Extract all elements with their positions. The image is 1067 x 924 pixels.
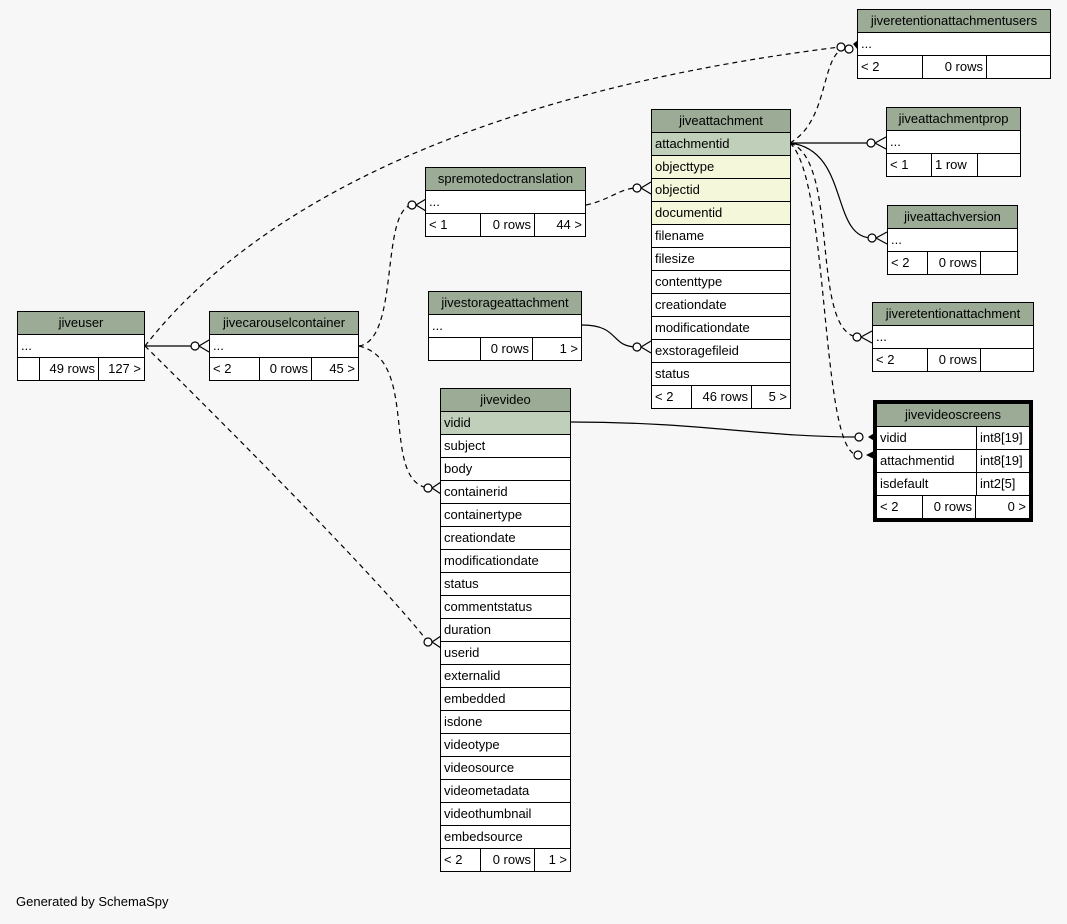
column-row: isdone xyxy=(441,711,570,734)
table-title: jivevideo xyxy=(441,389,570,412)
column-row: body xyxy=(441,458,570,481)
table-title: jiveattachversion xyxy=(888,206,1017,229)
column-row-fk: documentid xyxy=(652,202,790,225)
table-footer: 0 rows 1 > xyxy=(429,338,581,360)
table-footer: < 2 0 rows xyxy=(888,252,1017,274)
column-row-pk: vidid xyxy=(441,412,570,435)
column-row: videometadata xyxy=(441,780,570,803)
column-row-pk: attachmentid xyxy=(652,133,790,156)
column-row: status xyxy=(441,573,570,596)
column-row: status xyxy=(652,363,790,386)
column-row: creationdate xyxy=(652,294,790,317)
column-row: userid xyxy=(441,642,570,665)
table-jiveattachmentprop[interactable]: jiveattachmentprop ... < 1 1 row xyxy=(886,107,1021,177)
column-row: contenttype xyxy=(652,271,790,294)
table-footer: < 2 46 rows 5 > xyxy=(652,386,790,408)
link-attachment-version xyxy=(789,142,873,239)
column-row: filesize xyxy=(652,248,790,271)
column-row: modificationdate xyxy=(441,550,570,573)
link-attachment-screens xyxy=(789,142,859,456)
column-row: vidid int8[19] xyxy=(877,427,1029,450)
table-jivecarouselcontainer[interactable]: jivecarouselcontainer ... < 2 0 rows 45 … xyxy=(209,311,359,381)
table-title: jivecarouselcontainer xyxy=(210,312,358,335)
link-attachment-retention xyxy=(789,142,858,338)
column-row: ... xyxy=(210,335,358,358)
table-footer: < 2 0 rows 0 > xyxy=(877,496,1029,518)
table-title: jiveretentionattachment xyxy=(873,303,1033,326)
column-row: externalid xyxy=(441,665,570,688)
table-title: spremotedoctranslation xyxy=(426,168,585,191)
table-jivevideoscreens[interactable]: jivevideoscreens vidid int8[19] attachme… xyxy=(873,400,1033,522)
link-carousel-video xyxy=(358,345,429,489)
link-user-video xyxy=(144,345,429,643)
table-title: jiveattachmentprop xyxy=(887,108,1020,131)
link-storage-attachment xyxy=(581,324,638,348)
table-footer: < 1 0 rows 44 > xyxy=(426,214,585,236)
table-footer: < 1 1 row xyxy=(887,154,1020,176)
column-row-fk: objectid xyxy=(652,179,790,202)
table-footer: < 2 0 rows xyxy=(873,349,1033,371)
link-video-screens xyxy=(570,421,860,438)
column-row: modificationdate xyxy=(652,317,790,340)
table-title: jivestorageattachment xyxy=(429,292,581,315)
column-row: videosource xyxy=(441,757,570,780)
table-title: jiveattachment xyxy=(652,110,790,133)
table-jiveuser[interactable]: jiveuser ... 49 rows 127 > xyxy=(17,311,145,381)
table-jiveretentionattachmentusers[interactable]: jiveretentionattachmentusers ... < 2 0 r… xyxy=(857,9,1051,79)
column-row: embedded xyxy=(441,688,570,711)
table-jiveattachversion[interactable]: jiveattachversion ... < 2 0 rows xyxy=(887,205,1018,275)
column-row: exstoragefileid xyxy=(652,340,790,363)
column-row: commentstatus xyxy=(441,596,570,619)
link-spremote-attachment xyxy=(585,187,638,206)
link-user-retentionusers xyxy=(144,45,849,347)
link-carousel-spremote xyxy=(358,204,413,347)
table-jivestorageattachment[interactable]: jivestorageattachment ... 0 rows 1 > xyxy=(428,291,582,361)
table-title: jiveretentionattachmentusers xyxy=(858,10,1050,33)
column-row-fk: objecttype xyxy=(652,156,790,179)
generated-by-footer: Generated by SchemaSpy xyxy=(16,894,169,909)
column-row: containertype xyxy=(441,504,570,527)
column-row: containerid xyxy=(441,481,570,504)
column-row: creationdate xyxy=(441,527,570,550)
table-footer: < 2 0 rows 45 > xyxy=(210,358,358,380)
table-jiveattachment[interactable]: jiveattachment attachmentid objecttype o… xyxy=(651,109,791,409)
column-row: ... xyxy=(426,191,585,214)
table-footer: < 2 0 rows xyxy=(858,56,1050,78)
column-row: ... xyxy=(429,315,581,338)
column-row: ... xyxy=(888,229,1017,252)
column-row: filename xyxy=(652,225,790,248)
table-jivevideo[interactable]: jivevideo vidid subject body containerid… xyxy=(440,388,571,872)
column-row: embedsource xyxy=(441,826,570,849)
column-row: isdefault int2[5] xyxy=(877,473,1029,496)
table-footer: < 2 0 rows 1 > xyxy=(441,849,570,871)
column-row: videothumbnail xyxy=(441,803,570,826)
column-row: videotype xyxy=(441,734,570,757)
table-title: jiveuser xyxy=(18,312,144,335)
link-attachment-retentionusers xyxy=(789,47,846,144)
table-title: jivevideoscreens xyxy=(877,404,1029,427)
column-row: attachmentid int8[19] xyxy=(877,450,1029,473)
column-row: ... xyxy=(18,335,144,358)
column-row: subject xyxy=(441,435,570,458)
table-footer: 49 rows 127 > xyxy=(18,358,144,380)
column-row: ... xyxy=(858,33,1050,56)
column-row: ... xyxy=(873,326,1033,349)
table-spremotedoctranslation[interactable]: spremotedoctranslation ... < 1 0 rows 44… xyxy=(425,167,586,237)
table-jiveretentionattachment[interactable]: jiveretentionattachment ... < 2 0 rows xyxy=(872,302,1034,372)
column-row: ... xyxy=(887,131,1020,154)
column-row: duration xyxy=(441,619,570,642)
